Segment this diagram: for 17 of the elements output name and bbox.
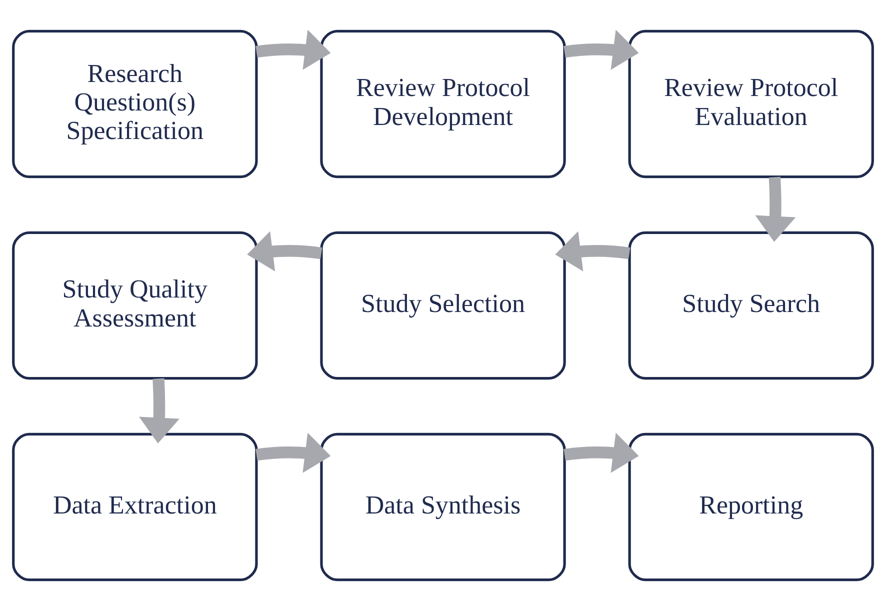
arrow bbox=[564, 432, 639, 473]
arrow bbox=[247, 231, 322, 272]
arrow bbox=[256, 432, 331, 473]
node-box: Study Search bbox=[628, 231, 874, 380]
node-box: Study Quality Assessment bbox=[12, 231, 258, 380]
node-box: Reporting bbox=[628, 432, 874, 582]
arrow bbox=[755, 176, 796, 242]
node-box: Review Protocol Evaluation bbox=[628, 30, 874, 178]
node-box: Study Selection bbox=[320, 231, 566, 380]
arrow bbox=[555, 231, 630, 272]
arrow bbox=[139, 378, 180, 444]
node-box: Data Extraction bbox=[12, 432, 258, 582]
node-box: Research Question(s) Specification bbox=[12, 30, 258, 178]
arrow bbox=[256, 30, 331, 70]
node-box: Review Protocol Development bbox=[320, 30, 566, 178]
arrow bbox=[564, 30, 639, 70]
node-box: Data Synthesis bbox=[320, 432, 566, 582]
